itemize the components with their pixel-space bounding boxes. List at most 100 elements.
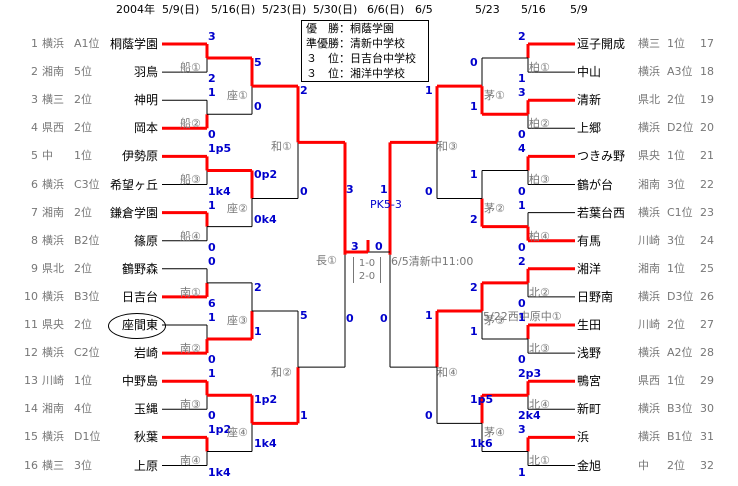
results-box: 優 勝：桐蔭学園 準優勝：清新中学校 ３ 位：日吉台中学校 ３ 位：湘洋中学校 <box>301 20 429 82</box>
venue-label: 茅② <box>484 201 505 215</box>
team-name: 逗子開成 <box>577 37 626 51</box>
venue-label: 茅③ <box>484 313 505 327</box>
score: 0 <box>346 312 354 325</box>
score: 2 <box>518 254 526 268</box>
score: 1 <box>208 198 216 212</box>
score: 2k4 <box>518 409 541 423</box>
seed-rank: C3位 <box>74 177 100 191</box>
score: 0 <box>518 353 526 367</box>
score: 0 <box>254 100 262 114</box>
seed-rank: 1位 <box>74 149 92 163</box>
seed-number: 24 <box>700 233 714 247</box>
score: 0p2 <box>254 168 278 182</box>
score: 0 <box>470 56 478 70</box>
score: 1k4 <box>254 437 277 451</box>
score: 2 <box>518 30 526 43</box>
score: 3 <box>518 86 526 100</box>
venue-label: 南① <box>180 285 201 299</box>
team-name: 鶴野森 <box>121 261 158 276</box>
seed-number: 20 <box>700 121 714 135</box>
seed-region: 県北 <box>42 261 64 275</box>
seed-region: 中 <box>638 458 649 472</box>
seed-rank: B1位 <box>667 430 693 444</box>
venue-label: 船① <box>180 61 201 75</box>
venue-label: 北③ <box>529 342 550 356</box>
seed-number: 27 <box>700 318 714 331</box>
score: 0 <box>380 312 388 325</box>
seed-number: 28 <box>700 346 714 360</box>
seed-region: 横三 <box>42 458 64 472</box>
score: 3 <box>351 240 359 253</box>
venue-label: 南② <box>180 342 201 356</box>
seed-region: 横浜 <box>42 233 64 247</box>
seed-rank: 2位 <box>667 318 685 331</box>
seed-rank: C1位 <box>667 205 693 219</box>
header-date: 5/16(日) <box>211 3 256 16</box>
score: 0 <box>375 240 383 253</box>
seed-rank: A2位 <box>667 346 693 360</box>
result-runner-up: 準優勝：清新中学校 <box>306 37 405 50</box>
seed-region: 県西 <box>638 374 660 388</box>
seed-rank: 1位 <box>667 374 685 388</box>
seed-rank: D3位 <box>667 289 694 303</box>
venue-label: 長① <box>316 254 337 267</box>
seed-number: 6 <box>31 177 38 191</box>
score: 1 <box>518 72 526 86</box>
team-name: つきみ野 <box>577 149 626 164</box>
seed-rank: B3位 <box>74 289 100 303</box>
seed-rank: C2位 <box>74 346 100 360</box>
team-name: 中山 <box>577 65 602 80</box>
venue-label: 船② <box>180 117 201 131</box>
score: 1 <box>425 308 433 322</box>
seed-rank: 3位 <box>74 458 92 472</box>
score: 1k4 <box>208 465 231 479</box>
venue-label: 北④ <box>529 398 550 412</box>
seed-number: 19 <box>700 93 714 107</box>
seed-rank: 2位 <box>74 318 92 331</box>
seed-number: 23 <box>700 205 714 219</box>
seed-region: 県北 <box>638 93 660 107</box>
seed-region: 横浜 <box>42 430 64 444</box>
seed-rank: 2位 <box>74 121 92 135</box>
venue-label: 座③ <box>227 313 248 327</box>
score: 1 <box>208 86 216 100</box>
pk-note: PK5-3 <box>370 198 402 211</box>
seed-number: 9 <box>31 261 38 275</box>
team-name: 生田 <box>577 318 602 332</box>
seed-number: 15 <box>24 430 38 444</box>
venue-label: 南④ <box>180 454 201 468</box>
seed-rank: 4位 <box>74 402 92 416</box>
team-name: 上郷 <box>577 121 602 136</box>
venue-label: 柏④ <box>529 229 550 243</box>
score: 0 <box>518 296 526 310</box>
venue-label: 茅① <box>484 89 505 103</box>
venue-label: 北② <box>529 285 550 299</box>
seed-number: 4 <box>31 121 38 135</box>
seed-number: 13 <box>24 374 38 388</box>
header-date: 6/5 <box>415 3 433 16</box>
score: 4 <box>518 142 526 156</box>
seed-rank: D1位 <box>74 430 101 444</box>
header-date: 6/6(日) <box>367 3 405 16</box>
seed-region: 横浜 <box>42 346 64 360</box>
result-third-2: ３ 位：湘洋中学校 <box>306 67 405 80</box>
team-name: 湘洋 <box>577 261 602 276</box>
seed-region: 湘南 <box>638 261 660 275</box>
seed-number: 25 <box>700 261 714 275</box>
seed-region: 横浜 <box>42 37 64 50</box>
score: 6 <box>208 296 216 310</box>
score: 2 <box>470 212 478 226</box>
score: 0 <box>208 254 216 268</box>
seed-rank: 2位 <box>667 458 685 472</box>
venue-label: 北① <box>529 454 550 468</box>
seed-number: 12 <box>24 346 38 360</box>
score: 0 <box>518 240 526 254</box>
score: 3 <box>518 423 526 437</box>
score: 2 <box>254 280 262 294</box>
seed-number: 32 <box>700 458 714 472</box>
score: 1k4 <box>208 184 231 198</box>
venue-label: 座④ <box>227 426 248 440</box>
seed-region: 湘南 <box>42 65 64 79</box>
score: 3 <box>208 30 216 43</box>
